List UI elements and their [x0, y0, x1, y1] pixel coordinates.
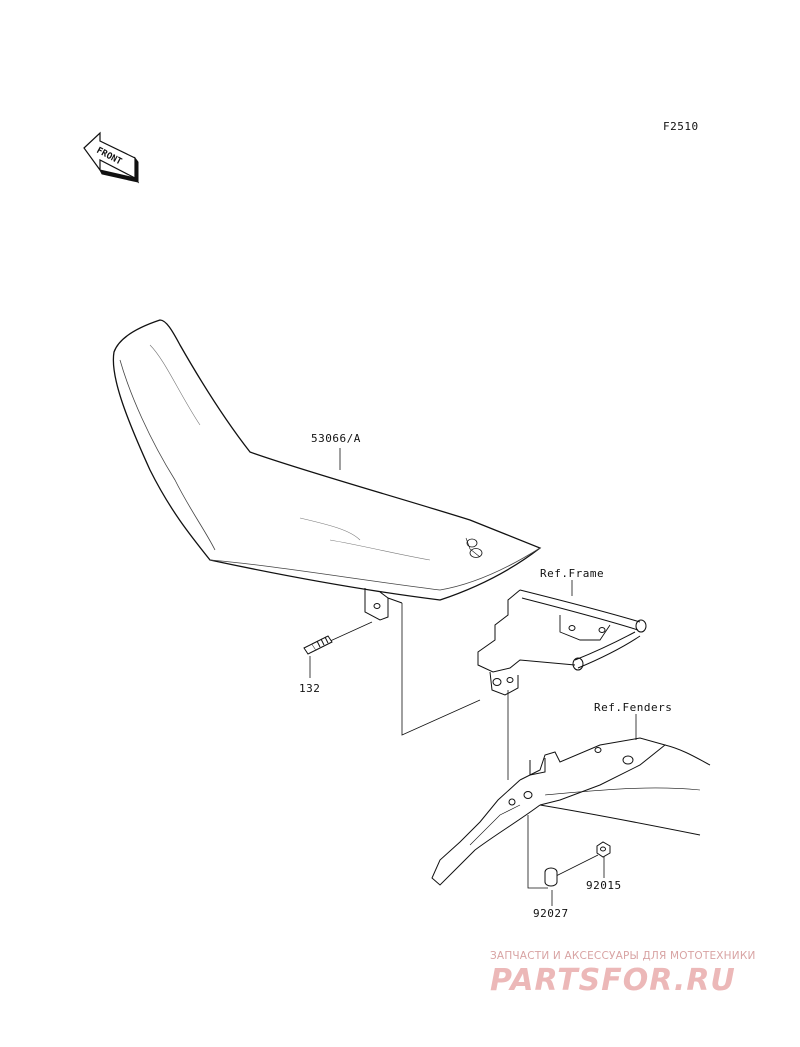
watermark-logo: PARTSFOR.RU: [490, 963, 736, 998]
seat-drawing: [112, 319, 542, 621]
ref-label-frame: Ref.Frame: [540, 567, 605, 580]
bolt-drawing: [303, 621, 373, 678]
collar-drawing: [544, 867, 558, 887]
part-label-collar: 92027: [533, 907, 569, 920]
fender-drawing: [431, 714, 711, 886]
part-label-bolt: 132: [299, 682, 321, 695]
frame-drawing: [477, 580, 647, 696]
watermark-caption: ЗАПЧАСТИ И АКСЕССУАРЫ ДЛЯ МОТОТЕХНИКИ: [490, 950, 756, 962]
ref-label-fenders: Ref.Fenders: [594, 701, 673, 714]
part-label-seat: 53066/A: [311, 432, 361, 445]
part-label-nut: 92015: [586, 879, 622, 892]
fastener-leaders: [527, 815, 605, 906]
front-arrow-icon: FRONT: [83, 131, 140, 184]
nut-drawing: [596, 841, 611, 858]
figure-code: F2510: [663, 120, 699, 133]
